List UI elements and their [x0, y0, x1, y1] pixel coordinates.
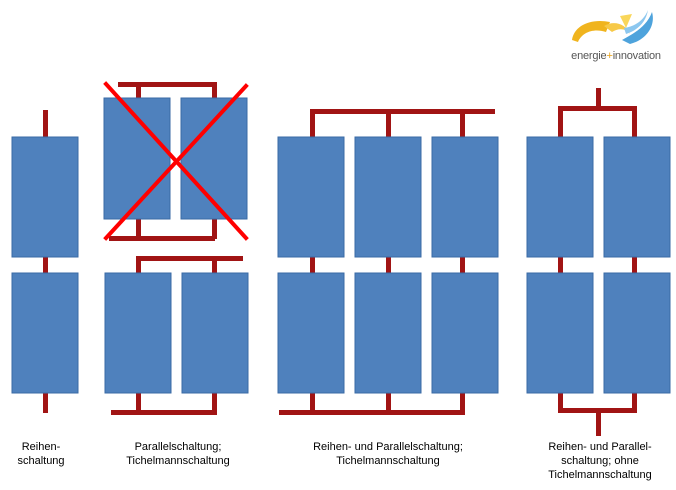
wire-drop	[212, 82, 217, 99]
caption-series-parallel-tichelmann: Reihen- und Parallelschaltung; Tichelman…	[313, 441, 463, 467]
logo-brand-text: energie	[571, 50, 607, 62]
wire-top-bus	[310, 109, 495, 114]
wire-top-bus	[558, 106, 637, 111]
wire-drop	[310, 109, 315, 138]
cross-out-mark	[103, 83, 249, 241]
wire-drop	[136, 256, 141, 274]
wire-drop	[386, 109, 391, 138]
solar-panel	[104, 272, 172, 394]
wire-top-bus	[118, 82, 214, 87]
caption-series-parallel-no-tichelmann: Reihen- und Parallel- schaltung; ohne Ti…	[548, 441, 652, 481]
caption-series: Reihen- schaltung	[17, 441, 65, 467]
wire-drop	[212, 256, 217, 274]
solar-panel	[603, 136, 671, 258]
wire-drop	[212, 218, 217, 239]
wire-drop	[136, 218, 141, 239]
group-series-parallel-tichelmann	[277, 109, 499, 415]
solar-panel	[354, 136, 422, 258]
wire-drop	[386, 392, 391, 413]
wire-series-link	[386, 256, 391, 274]
group-parallel	[103, 81, 249, 415]
caption-parallel: Parallelschaltung; Tichelmannschaltung	[126, 441, 230, 467]
wire-top-lead	[43, 110, 48, 138]
wire-bottom-lead	[43, 392, 48, 413]
solar-panel	[277, 272, 345, 394]
logo-product-text: innovation	[612, 50, 661, 62]
wire-return-lead	[596, 408, 601, 436]
wire-drop	[558, 106, 563, 138]
wire-drop	[558, 392, 563, 413]
wire-drop	[212, 392, 217, 413]
wire-drop	[632, 106, 637, 138]
wire-series-link	[558, 256, 563, 274]
wire-drop	[460, 392, 465, 413]
sun-wind-swirl-icon	[572, 10, 653, 44]
solar-panel	[354, 272, 422, 394]
wire-series-link	[310, 256, 315, 274]
logo-plus-text: +	[606, 50, 613, 62]
wire-drop	[136, 392, 141, 413]
wire-series-link	[43, 256, 48, 274]
wire-drop	[136, 82, 141, 99]
group-series	[11, 110, 79, 413]
wire-drop	[460, 109, 465, 138]
solar-panel	[11, 136, 79, 258]
solar-panel	[526, 136, 594, 258]
solar-panel	[431, 272, 499, 394]
solar-panel	[603, 272, 671, 394]
solar-panel	[431, 136, 499, 258]
wire-top-bus	[136, 256, 243, 261]
logo-wordmark: energie+innovation	[560, 50, 672, 62]
solar-panel	[526, 272, 594, 394]
solar-panel	[11, 272, 79, 394]
group-series-parallel-no-tichelmann	[526, 88, 671, 436]
wire-bottom-bus	[279, 410, 465, 415]
wire-series-link	[460, 256, 465, 274]
wire-bottom-bus	[111, 410, 217, 415]
wire-drop	[632, 392, 637, 413]
solar-panel	[277, 136, 345, 258]
wire-feed-lead	[596, 88, 601, 110]
solar-panel	[181, 272, 249, 394]
energie-innovation-logo: energie+innovation	[560, 6, 672, 68]
wire-bottom-bus	[109, 236, 215, 241]
wire-drop	[310, 392, 315, 413]
wire-series-link	[632, 256, 637, 274]
